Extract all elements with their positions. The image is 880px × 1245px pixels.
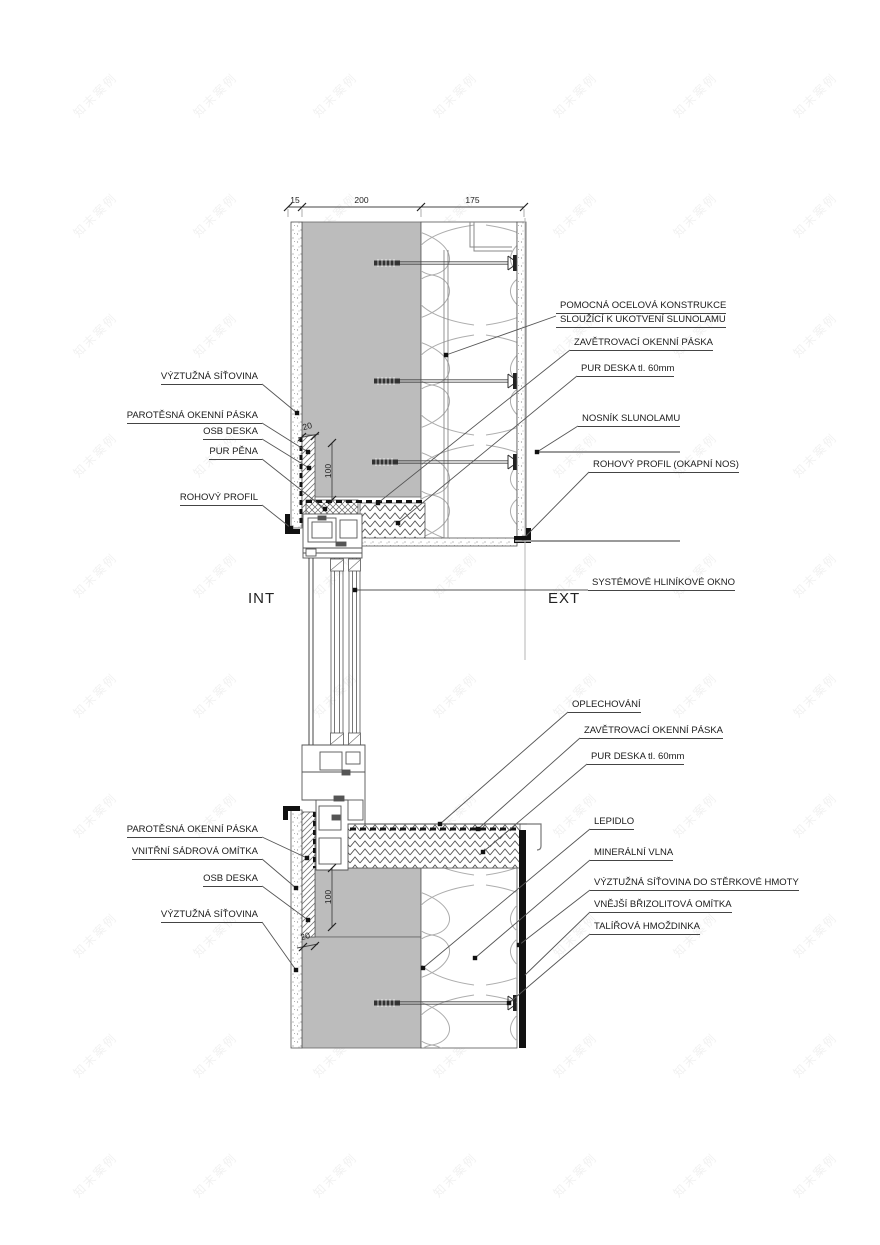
label-corner-profile: ROHOVÝ PROFIL: [179, 492, 262, 506]
label-interior-gypsum-plaster: VNITŘNÍ SÁDROVÁ OMÍTKA: [131, 846, 262, 860]
label-plate-anchor: TALÍŘOVÁ HMOŽDINKA: [590, 921, 700, 935]
corner-profile-left-lower: [283, 806, 300, 820]
concrete-wall-lower: [301, 936, 422, 1049]
label-pur-board-lower: PUR DESKA tl. 60mm: [587, 751, 685, 765]
label-aluminium-window: SYSTÉMOVÉ HLINÍKOVÉ OKNO: [588, 577, 736, 591]
lower-wall-section: [283, 806, 542, 1049]
label-vapour-tape-lower: PAROTĚSNÁ OKENNÍ PÁSKA: [126, 824, 262, 838]
soffit-render: [359, 537, 518, 547]
concrete-wall-upper: [301, 221, 422, 498]
leader-lines: [261, 315, 591, 1004]
corner-profile-left-upper: [285, 514, 300, 534]
facade-anchor-2: [374, 373, 517, 389]
label-sunbreaker-beam: NOSNÍK SLUNOLAMU: [578, 413, 681, 427]
dim-100-lower: 100: [323, 890, 333, 904]
label-pur-foam: PUR PĚNA: [209, 446, 262, 460]
dimension-depth-lower: 100: [323, 863, 337, 932]
label-vapour-tape-upper: PAROTĚSNÁ OKENNÍ PÁSKA: [126, 410, 262, 424]
window-head-frame: [302, 513, 363, 559]
label-corner-drip-profile: ROHOVÝ PROFIL (OKAPNÍ NOS): [589, 459, 739, 473]
dimension-top: 15 200 175: [283, 195, 529, 217]
label-mineral-wool: MINERÁLNÍ VLNA: [590, 847, 674, 861]
label-osb-board-upper: OSB DESKA: [203, 426, 262, 440]
dim-100-upper: 100: [323, 464, 333, 478]
label-steel-structure: POMOCNÁ OCELOVÁ KONSTRUKCE SLOUŽÍCÍ K UK…: [556, 300, 727, 328]
dimension-reveal-upper: 20: [297, 420, 320, 442]
interior-plaster-upper: [290, 221, 303, 529]
exterior-render-strip-lower: [519, 830, 526, 1048]
upper-wall-section: [285, 221, 531, 547]
dim-20-upper: 20: [301, 420, 313, 432]
osb-board-lower: [301, 811, 316, 938]
mineral-wool-upper: [421, 222, 517, 540]
facade-anchor-1: [374, 255, 517, 271]
mineral-wool-lower: [421, 868, 517, 1048]
label-windproof-tape-upper: ZAVĚTROVACÍ OKENNÍ PÁSKA: [570, 337, 714, 351]
pur-board-lower: [347, 823, 521, 869]
label-reinforcing-mesh-lower: VÝZTUŽNÁ SÍŤOVINA: [160, 909, 262, 923]
label-windproof-tape-lower: ZAVĚTROVACÍ OKENNÍ PÁSKA: [580, 725, 724, 739]
dimension-reveal-lower: 20: [296, 930, 320, 952]
label-reinforcing-mesh-upper: VÝZTUŽNÁ SÍŤOVINA: [160, 371, 262, 385]
window-glazing: [308, 558, 361, 746]
label-flashing: OPLECHOVÁNÍ: [568, 699, 641, 713]
dim-15: 15: [290, 195, 300, 205]
dim-175: 175: [465, 195, 479, 205]
leader-dots: [288, 352, 540, 1006]
window-sill-frame: [301, 744, 366, 871]
label-pur-board-upper: PUR DESKA tl. 60mm: [577, 363, 675, 377]
dim-200: 200: [354, 195, 368, 205]
dim-20-lower: 20: [299, 930, 311, 942]
label-osb-board-lower: OSB DESKA: [203, 873, 262, 887]
zone-interior: INT: [248, 590, 276, 607]
facade-anchor-3: [372, 454, 517, 470]
facade-anchor-4: [374, 995, 517, 1011]
steel-bracket-and-post: [443, 222, 512, 538]
label-adhesive: LEPIDLO: [590, 816, 635, 830]
sunbreaker-beam-lines: [515, 451, 680, 542]
interior-plaster-lower: [290, 809, 303, 1049]
dimension-depth-upper: 100: [323, 438, 337, 505]
label-mesh-in-skim-coat: VÝZTUŽNÁ SÍŤOVINA DO STĚRKOVÉ HMOTY: [590, 877, 799, 891]
label-exterior-render: VNĚJŠÍ BŘIZOLITOVÁ OMÍTKA: [590, 899, 732, 913]
flashing-drip-edge: [527, 823, 542, 851]
zone-exterior: EXT: [548, 590, 581, 607]
